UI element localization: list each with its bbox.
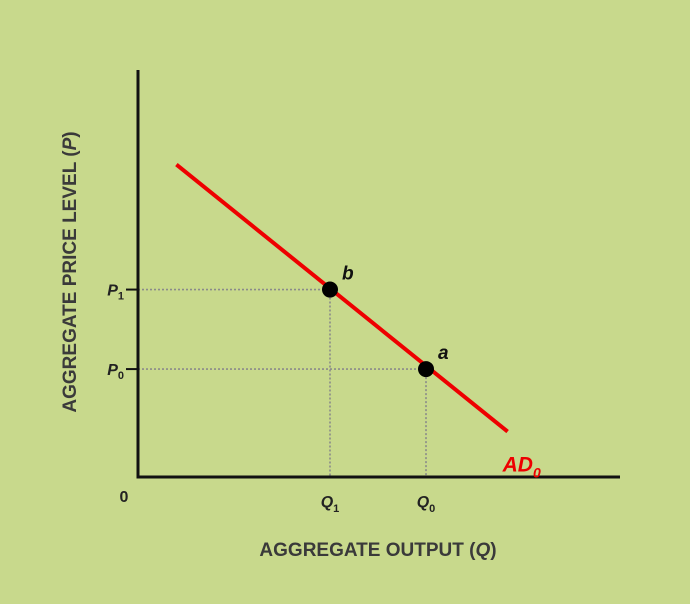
point-label-a: a xyxy=(438,343,449,364)
y-axis-title-close: ) xyxy=(60,131,81,137)
labels-layer: 0 AGGREGATE OUTPUT (Q) AGGREGATE PRICE L… xyxy=(60,131,541,561)
x-axis-title-main: AGGREGATE OUTPUT ( xyxy=(259,540,476,561)
x-tick-label-Q1: Q1 xyxy=(321,494,340,515)
series-label-sub: 0 xyxy=(533,465,541,481)
point-label-b: b xyxy=(342,264,354,285)
series-layer xyxy=(175,163,509,434)
series-label-ad0: AD0 xyxy=(502,454,541,481)
y-axis-title-var: P xyxy=(60,137,81,150)
y-axis-title-main: AGGREGATE PRICE LEVEL ( xyxy=(60,150,81,413)
x-axis-title: AGGREGATE OUTPUT (Q) xyxy=(259,540,496,561)
series-label-base: AD xyxy=(502,454,533,477)
x-tick-label-Q0: Q0 xyxy=(417,494,436,515)
y-tick-label-P0: P0 xyxy=(107,362,124,382)
point-b xyxy=(322,281,338,298)
x-axis-title-var: Q xyxy=(475,540,490,561)
origin-label: 0 xyxy=(120,489,129,506)
guide-lines xyxy=(138,288,427,477)
ad-curve xyxy=(175,163,509,434)
y-tick-label-P1: P1 xyxy=(107,283,124,303)
points-layer xyxy=(322,281,434,378)
x-axis-title-close: ) xyxy=(490,540,496,561)
y-axis-title: AGGREGATE PRICE LEVEL (P) xyxy=(60,131,81,412)
axes xyxy=(136,70,620,479)
point-a xyxy=(418,361,434,378)
